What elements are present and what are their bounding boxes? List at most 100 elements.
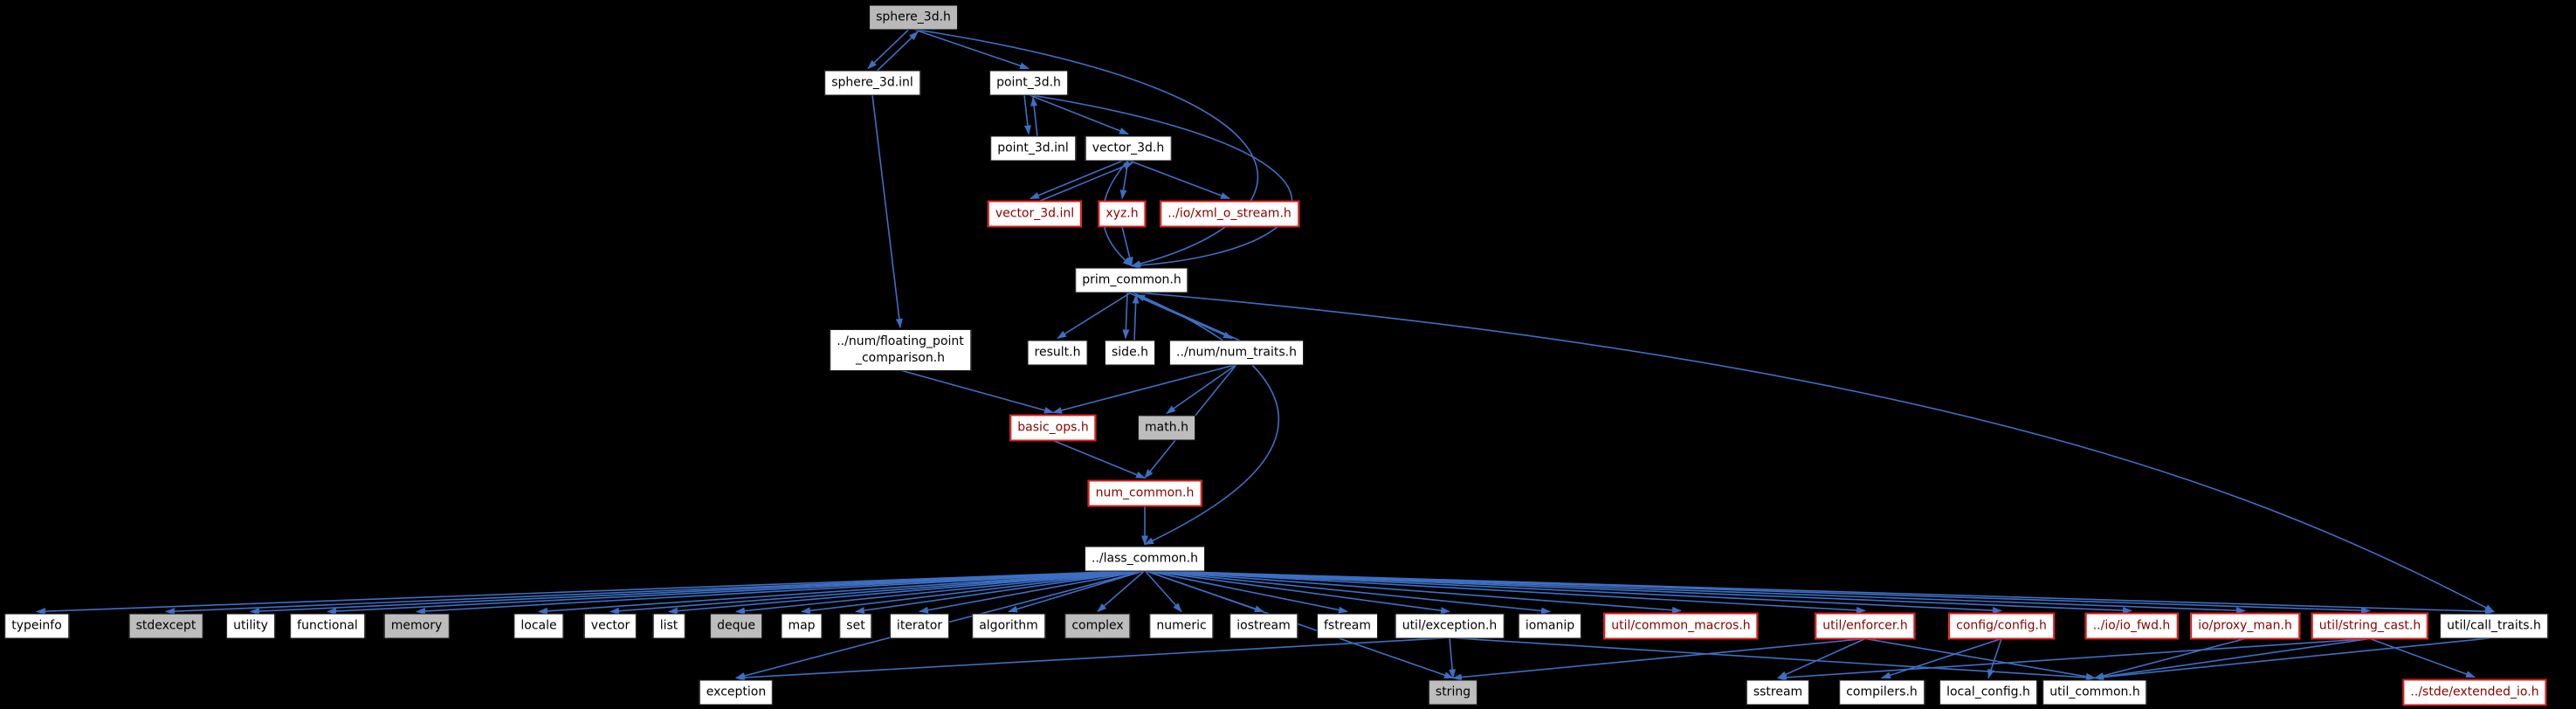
include-edge-point_inl-to-point_h <box>1030 96 1038 137</box>
include-edge-util_exception-to-exception <box>735 637 1450 681</box>
graph-node-functional[interactable]: functional <box>290 613 365 639</box>
include-edge-point_h-to-vector_h <box>1028 93 1129 135</box>
graph-node-iostream[interactable]: iostream <box>1229 613 1298 639</box>
include-edge-lass_common-to-numeric <box>1144 569 1182 613</box>
include-edge-basic_ops-to-num_common <box>1052 439 1146 479</box>
graph-node-typeinfo[interactable]: typeinfo <box>4 613 69 639</box>
include-edge-enforcer-to-util_common <box>1864 637 2096 680</box>
include-edge-lass_common-to-map <box>801 569 1146 615</box>
include-edge-sphere_h-to-point_h <box>913 28 1030 70</box>
include-edge-fp_comparison-to-basic_ops <box>899 369 1054 414</box>
graph-node-fstream[interactable]: fstream <box>1317 613 1378 639</box>
graph-node-iomanip[interactable]: iomanip <box>1518 613 1582 639</box>
graph-node-exception[interactable]: exception <box>699 679 774 706</box>
include-edge-lass_common-to-vector <box>610 569 1146 615</box>
include-edge-sphere_inl-to-sphere_h <box>876 31 919 72</box>
include-edge-lass_common-to-iterator <box>919 569 1146 614</box>
include-edge-config-to-compilers <box>1881 637 2002 679</box>
include-edge-lass_common-to-deque <box>735 569 1146 615</box>
include-edge-lass_common-to-util_exception <box>1144 569 1450 615</box>
include-edge-string_cast-to-util_common <box>2094 637 2371 681</box>
include-edge-prim_common-to-lass_common <box>1131 291 1280 546</box>
graph-node-vector[interactable]: vector <box>583 613 637 639</box>
graph-node-util_exception[interactable]: util/exception.h <box>1395 613 1505 639</box>
include-edge-lass_common-to-memory <box>416 569 1146 615</box>
include-edge-vector_h-to-xyz <box>1119 160 1129 200</box>
graph-node-common_macros[interactable]: util/common_macros.h <box>1603 612 1759 640</box>
graph-node-point_inl[interactable]: point_3d.inl <box>990 135 1076 162</box>
graph-node-result[interactable]: result.h <box>1027 340 1088 366</box>
graph-node-numeric[interactable]: numeric <box>1149 613 1214 639</box>
graph-node-io_fwd[interactable]: ../io/io_fwd.h <box>2084 612 2179 640</box>
include-edge-proxy_man-to-util_common <box>2094 637 2246 679</box>
include-edge-prim_common-to-result <box>1057 291 1133 340</box>
include-edge-lass_common-to-set <box>855 569 1146 615</box>
include-edge-lass_common-to-call_traits <box>1144 569 2495 616</box>
include-edge-lass_common-to-enforcer <box>1144 569 1866 614</box>
include-edge-lass_common-to-functional <box>327 569 1146 615</box>
include-edge-vector_h-to-vector_inl <box>1030 159 1125 200</box>
graph-node-list[interactable]: list <box>652 613 685 639</box>
graph-node-map[interactable]: map <box>781 613 823 639</box>
graph-node-deque: deque <box>710 613 762 639</box>
graph-node-vector_h[interactable]: vector_3d.h <box>1085 135 1172 162</box>
include-edge-side-to-prim_common <box>1132 293 1140 341</box>
graph-node-string_cast[interactable]: util/string_cast.h <box>2311 612 2429 640</box>
include-edge-util_exception-to-util_common <box>1449 637 2096 681</box>
graph-node-proxy_man[interactable]: io/proxy_man.h <box>2190 612 2300 640</box>
graph-node-prim_common[interactable]: prim_common.h <box>1075 267 1188 293</box>
include-edge-call_traits-to-util_common <box>2094 637 2495 681</box>
include-edge-string_cast-to-extended_io <box>2369 637 2476 678</box>
include-edge-xyz-to-prim_common <box>1121 226 1133 267</box>
graph-node-set[interactable]: set <box>839 613 872 639</box>
include-edge-num_traits-to-math <box>1166 363 1237 415</box>
graph-node-compilers[interactable]: compilers.h <box>1839 679 1925 706</box>
include-edge-lass_common-to-locale <box>538 569 1146 615</box>
include-edge-sphere_h-to-sphere_inl <box>867 28 910 70</box>
graph-node-string: string <box>1428 679 1478 706</box>
graph-node-basic_ops[interactable]: basic_ops.h <box>1009 414 1097 442</box>
graph-node-enforcer[interactable]: util/enforcer.h <box>1815 612 1916 640</box>
include-edge-lass_common-to-list <box>668 569 1146 615</box>
graph-node-fp_comparison[interactable]: ../num/floating_point _comparison.h <box>830 329 971 371</box>
include-edge-config-to-local_config <box>1987 638 2002 679</box>
graph-node-utility[interactable]: utility <box>226 613 275 639</box>
graph-node-algorithm[interactable]: algorithm <box>972 613 1045 639</box>
graph-node-complex: complex <box>1064 613 1131 639</box>
include-edge-enforcer-to-sstream <box>1777 637 1866 679</box>
graph-node-xml_o_stream[interactable]: ../io/xml_o_stream.h <box>1160 200 1299 228</box>
include-edge-lass_common-to-fstream <box>1144 569 1348 614</box>
include-edge-prim_common-to-call_traits <box>1131 291 2495 613</box>
graph-node-config[interactable]: config/config.h <box>1948 612 2055 640</box>
graph-node-memory: memory <box>383 613 450 639</box>
include-edge-lass_common-to-iomanip <box>1144 569 1551 615</box>
include-edge-enforcer-to-string <box>1452 637 1866 681</box>
graph-node-util_common[interactable]: util_common.h <box>2042 679 2147 706</box>
include-edge-lass_common-to-complex <box>1097 569 1146 613</box>
graph-node-call_traits[interactable]: util/call_traits.h <box>2440 613 2548 639</box>
graph-node-local_config[interactable]: local_config.h <box>1939 679 2037 706</box>
graph-node-extended_io[interactable]: ../stde/extended_io.h <box>2402 678 2547 706</box>
include-edge-lass_common-to-typeinfo <box>36 569 1146 616</box>
include-edge-vector_inl-to-vector_h <box>1038 162 1133 203</box>
include-edge-lass_common-to-common_macros <box>1144 569 1682 614</box>
graph-node-locale[interactable]: locale <box>513 613 564 639</box>
graph-node-xyz[interactable]: xyz.h <box>1098 200 1147 228</box>
graph-node-point_h[interactable]: point_3d.h <box>989 70 1068 96</box>
graph-node-lass_common[interactable]: ../lass_common.h <box>1085 546 1205 572</box>
include-edge-lass_common-to-config <box>1144 569 2002 615</box>
graph-node-vector_inl[interactable]: vector_3d.inl <box>987 200 1083 228</box>
graph-node-sphere_inl[interactable]: sphere_3d.inl <box>824 70 920 96</box>
include-edge-string_cast-to-sstream <box>1777 637 2371 681</box>
graph-node-num_common[interactable]: num_common.h <box>1087 479 1202 507</box>
graph-node-side[interactable]: side.h <box>1104 340 1156 366</box>
include-edge-util_exception-to-string <box>1449 637 1457 679</box>
graph-node-num_traits[interactable]: ../num/num_traits.h <box>1169 340 1304 366</box>
include-edge-point_h-to-prim_common <box>1028 93 1293 269</box>
include-edge-sphere_inl-to-fp_comparison <box>871 94 903 328</box>
graph-node-iterator[interactable]: iterator <box>889 613 950 639</box>
graph-node-sphere_h: sphere_3d.h <box>869 4 958 31</box>
graph-node-sstream[interactable]: sstream <box>1746 679 1810 706</box>
